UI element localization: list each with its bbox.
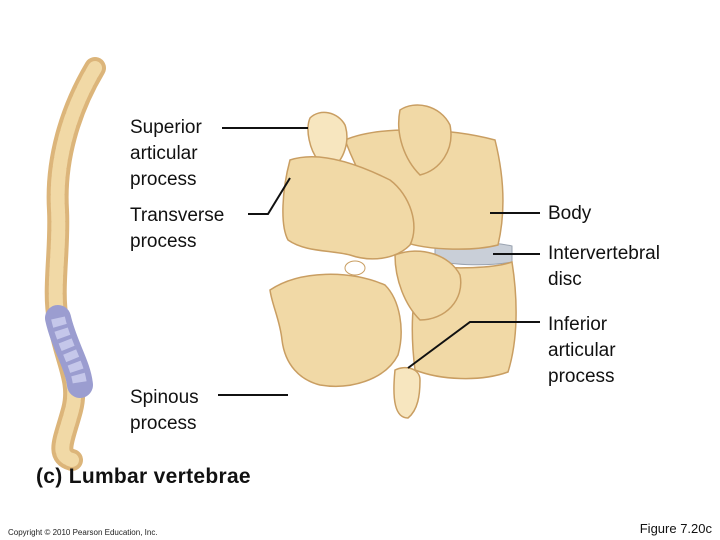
label-intervertebral-disc: Intervertebral disc (548, 243, 660, 290)
label-spinous-process: Spinous process (130, 387, 199, 434)
copyright-notice: Copyright © 2010 Pearson Education, Inc. (8, 528, 158, 537)
figure-number: Figure 7.20c (639, 521, 712, 536)
label-superior-articular-process: Superior articular process (130, 117, 202, 190)
lumbar-vertebrae-illustration (269, 104, 517, 419)
label-inferior-articular-process: Inferior articular process (548, 314, 616, 387)
leader-transverse (248, 177, 291, 215)
leader-inferior-articular (407, 321, 540, 369)
vertebral-column-overview (44, 57, 106, 471)
figure-caption: (c) Lumbar vertebrae (36, 465, 251, 488)
leader-lines (218, 127, 540, 396)
label-body: Body (548, 203, 592, 224)
label-transverse-process: Transverse process (130, 205, 225, 252)
